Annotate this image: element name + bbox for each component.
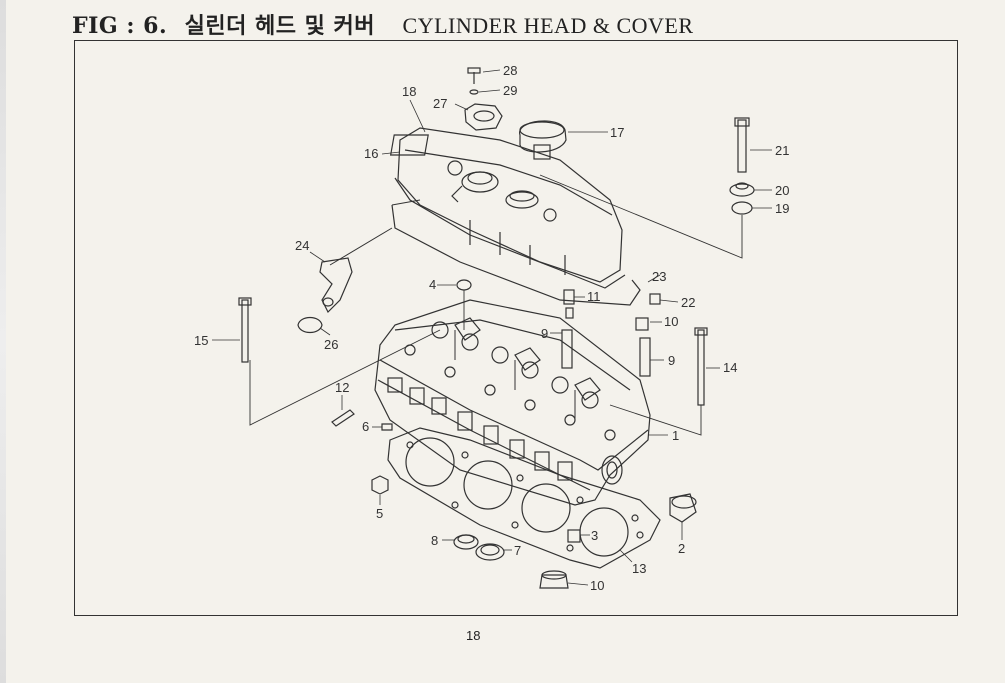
- title-korean: 실린더 헤드 및 커버: [184, 13, 376, 39]
- label-15: 15: [194, 333, 208, 348]
- label-9-right: 9: [668, 353, 675, 368]
- title-english: CYLINDER HEAD & COVER: [402, 13, 694, 38]
- label-9-left: 9: [541, 326, 548, 341]
- leader-lines: [212, 69, 772, 586]
- label-6: 6: [362, 419, 369, 434]
- scan-edge: [0, 0, 6, 683]
- label-17: 17: [610, 125, 624, 140]
- head-bolt-stud: [609, 327, 708, 436]
- label-10-top: 10: [664, 314, 678, 329]
- page-number: 18: [466, 628, 481, 643]
- breather-cap: [464, 67, 503, 131]
- label-2: 2: [678, 541, 685, 556]
- valve-cover: [389, 127, 626, 289]
- label-18: 18: [402, 84, 416, 99]
- label-16: 16: [364, 146, 378, 161]
- label-28: 28: [503, 63, 517, 78]
- label-11: 11: [587, 289, 601, 304]
- label-21: 21: [775, 143, 789, 158]
- label-23: 23: [652, 269, 666, 284]
- label-22: 22: [681, 295, 695, 310]
- label-10-bottom: 10: [590, 578, 604, 593]
- label-1: 1: [672, 428, 679, 443]
- label-27: 27: [433, 96, 447, 111]
- label-19: 19: [775, 201, 789, 216]
- label-5: 5: [376, 506, 383, 521]
- label-3: 3: [591, 528, 598, 543]
- small-parts: [331, 409, 697, 589]
- valve-guides: [456, 279, 661, 377]
- breather-hose: [297, 257, 353, 334]
- part-labels: 28 29 27 18 17 16 21 20 19 24 4 11 23 22…: [194, 63, 789, 593]
- label-26: 26: [324, 337, 338, 352]
- diagram-frame: [74, 40, 958, 616]
- cylinder-head: [374, 299, 651, 506]
- label-14: 14: [723, 360, 737, 375]
- label-24: 24: [295, 238, 309, 253]
- breather-fitting: [451, 171, 499, 203]
- cover-bolt-assembly: [539, 117, 755, 259]
- label-7: 7: [514, 543, 521, 558]
- label-8: 8: [431, 533, 438, 548]
- cover-gasket: [391, 204, 641, 306]
- label-4: 4: [429, 277, 436, 292]
- oil-filler-cap: [519, 120, 567, 160]
- label-12: 12: [335, 380, 349, 395]
- label-13: 13: [632, 561, 646, 576]
- label-29: 29: [503, 83, 517, 98]
- figure-number: FIG : 6.: [72, 13, 168, 39]
- page-title: FIG : 6. 실린더 헤드 및 커버 CYLINDER HEAD & COV…: [72, 8, 694, 40]
- label-20: 20: [775, 183, 789, 198]
- head-bolt-long: [238, 297, 441, 426]
